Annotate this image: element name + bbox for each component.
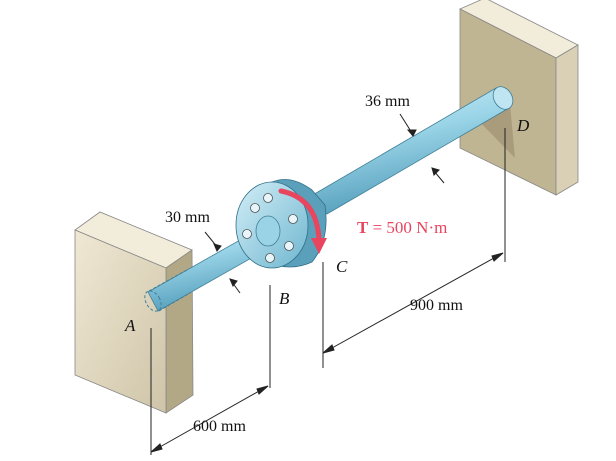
right-wall [459, 0, 579, 196]
torque-value: = 500 N·m [368, 218, 447, 237]
label-diameter-30: 30 mm [165, 209, 210, 226]
label-point-a: A [124, 316, 136, 335]
leader-lines [204, 113, 445, 294]
torque-symbol: T [357, 218, 369, 237]
left-wall [74, 211, 194, 414]
label-point-b: B [279, 289, 290, 308]
label-length-900: 900 mm [410, 297, 463, 314]
torque-arrow [278, 188, 327, 254]
label-length-600: 600 mm [193, 418, 246, 435]
dimension-lines [150, 128, 506, 455]
torque-label: T = 500 N·m [357, 218, 447, 237]
label-point-c: C [336, 257, 348, 276]
flange-coupling [235, 179, 327, 269]
label-diameter-36: 36 mm [365, 93, 410, 110]
bolt-heads [242, 193, 298, 263]
label-point-d: D [516, 116, 530, 135]
